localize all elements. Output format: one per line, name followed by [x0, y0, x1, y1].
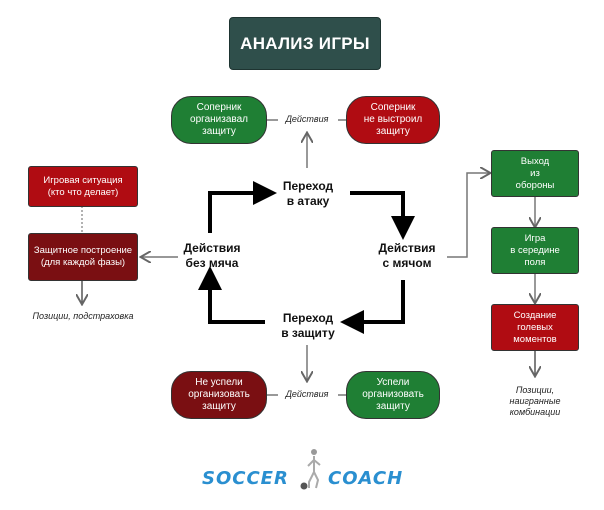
actions-label-top: Действия [285, 114, 329, 124]
line: (для каждой фазы) [40, 257, 126, 268]
line: в атаку [286, 194, 330, 208]
line: поля [524, 256, 546, 268]
arrow-to-exit-defense [447, 173, 489, 258]
line: Не успели [195, 377, 243, 388]
line: защиту [376, 126, 410, 137]
soccer-coach-logo: SOCCER COACH [200, 448, 420, 494]
line: комбинации [509, 407, 561, 417]
line: организовать [188, 389, 250, 400]
line: защиту [202, 401, 236, 412]
line: Соперник [370, 102, 416, 113]
line: Переход [282, 179, 334, 193]
defensive-setup-box: Защитное построение(для каждой фазы) [28, 233, 138, 281]
line: Действия [378, 241, 436, 255]
game-situation-box: Игровая ситуация(кто что делает) [28, 166, 138, 207]
line: Успели [376, 377, 410, 388]
line: без мяча [185, 256, 239, 270]
line: защиту [376, 401, 410, 412]
line: обороны [515, 179, 555, 191]
line: из [530, 167, 540, 179]
line: Действия [183, 241, 241, 255]
line: в защиту [281, 326, 335, 340]
cycle-arrow-to-attack [208, 181, 277, 233]
player-figure-icon [300, 449, 321, 490]
line: Защитное построение [33, 245, 133, 256]
line: (кто что делает) [47, 186, 119, 198]
line: наигранные [509, 396, 561, 406]
line: Выход [520, 155, 550, 167]
line: Соперник [196, 102, 242, 113]
line: Позиции, [515, 385, 555, 395]
line: Игра [524, 232, 546, 244]
cycle-arrow-to-without-ball [198, 266, 265, 324]
line: с мячом [382, 256, 432, 270]
line: организавал [190, 114, 248, 125]
line: защиту [202, 126, 236, 137]
page-title: АНАЛИЗ ИГРЫ [229, 17, 381, 70]
line: не выстроил [363, 114, 423, 125]
cycle-arrow-to-with-ball [350, 191, 415, 240]
line: организовать [362, 389, 424, 400]
line: Переход [282, 311, 334, 325]
line: голевых [517, 321, 553, 333]
line: в середине [510, 244, 560, 256]
actions-label-bottom: Действия [285, 389, 329, 399]
cycle-arrow-to-defense [340, 280, 405, 334]
line: Игровая ситуация [43, 174, 123, 186]
left-note: Позиции, подстраховка [32, 311, 134, 321]
logo-text-soccer: SOCCER [202, 468, 289, 489]
line: моментов [513, 333, 557, 345]
line: Создание [513, 309, 557, 321]
logo-text-coach: COACH [328, 468, 404, 489]
